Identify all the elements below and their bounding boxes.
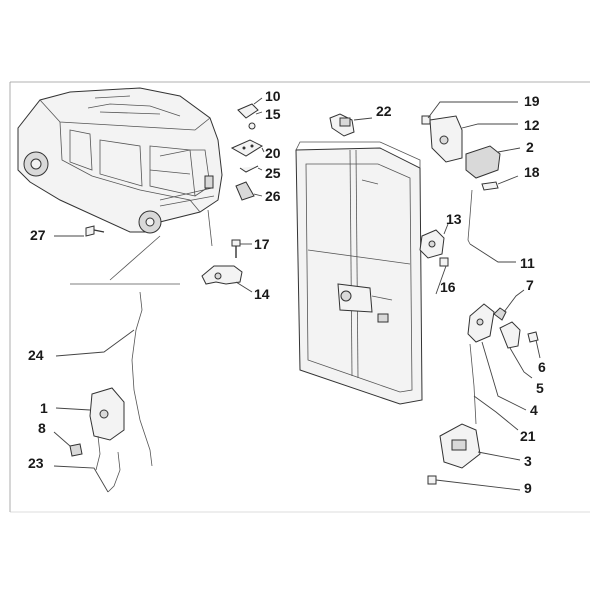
part-15: [248, 122, 256, 130]
cable-24: [131, 291, 153, 467]
rod-11: [467, 189, 473, 245]
callout-6: 6: [538, 359, 546, 375]
callout-27: 27: [30, 227, 46, 243]
part-7: [493, 307, 507, 321]
callout-12: 12: [524, 117, 540, 133]
callout-15: 15: [265, 106, 281, 122]
part-10: [237, 103, 259, 119]
part-26: [235, 181, 255, 201]
part-18: [481, 181, 499, 191]
callout-16: 16: [440, 279, 456, 295]
van-leader-line: [109, 235, 161, 281]
callout-26: 26: [265, 188, 281, 204]
rod-23: [107, 451, 121, 493]
part-27: [85, 225, 105, 237]
callout-21: 21: [520, 428, 536, 444]
part-8: [69, 443, 83, 457]
callout-22: 22: [376, 103, 392, 119]
callout-9: 9: [524, 480, 532, 496]
part-13: [419, 229, 445, 259]
callout-25: 25: [265, 165, 281, 181]
part-3: [439, 423, 481, 469]
callout-11: 11: [520, 255, 535, 271]
part-12: [429, 115, 463, 163]
part-2: [465, 145, 501, 179]
callout-18: 18: [524, 164, 540, 180]
callout-3: 3: [524, 453, 532, 469]
part-20: [230, 139, 264, 157]
rear-door: [295, 141, 423, 405]
callout-14: 14: [254, 286, 270, 302]
callout-20: 20: [265, 145, 281, 161]
callout-23: 23: [28, 455, 44, 471]
callout-24: 24: [28, 347, 44, 363]
van-illustration: [17, 87, 223, 234]
callout-8: 8: [38, 420, 46, 436]
callout-4: 4: [530, 402, 538, 418]
callout-7: 7: [526, 277, 534, 293]
callout-10: 10: [265, 88, 281, 104]
callout-13: 13: [446, 211, 462, 227]
callout-17: 17: [254, 236, 270, 252]
part-9: [427, 475, 437, 485]
part-14: [201, 265, 243, 285]
rod-23-upper: [95, 435, 101, 471]
part-5: [499, 321, 521, 349]
rod-21: [469, 343, 477, 425]
part-6: [527, 331, 539, 343]
part-4: [467, 303, 495, 343]
diagram-frame: [9, 81, 590, 513]
part-25: [239, 165, 259, 173]
callout-1: 1: [40, 400, 48, 416]
callout-5: 5: [536, 380, 544, 396]
van-leader-line: [207, 209, 213, 247]
part-22: [329, 113, 355, 137]
part-17: [231, 239, 241, 258]
callout-2: 2: [526, 139, 534, 155]
part-1: [89, 387, 125, 441]
part-16: [439, 257, 449, 267]
callout-19: 19: [524, 93, 540, 109]
